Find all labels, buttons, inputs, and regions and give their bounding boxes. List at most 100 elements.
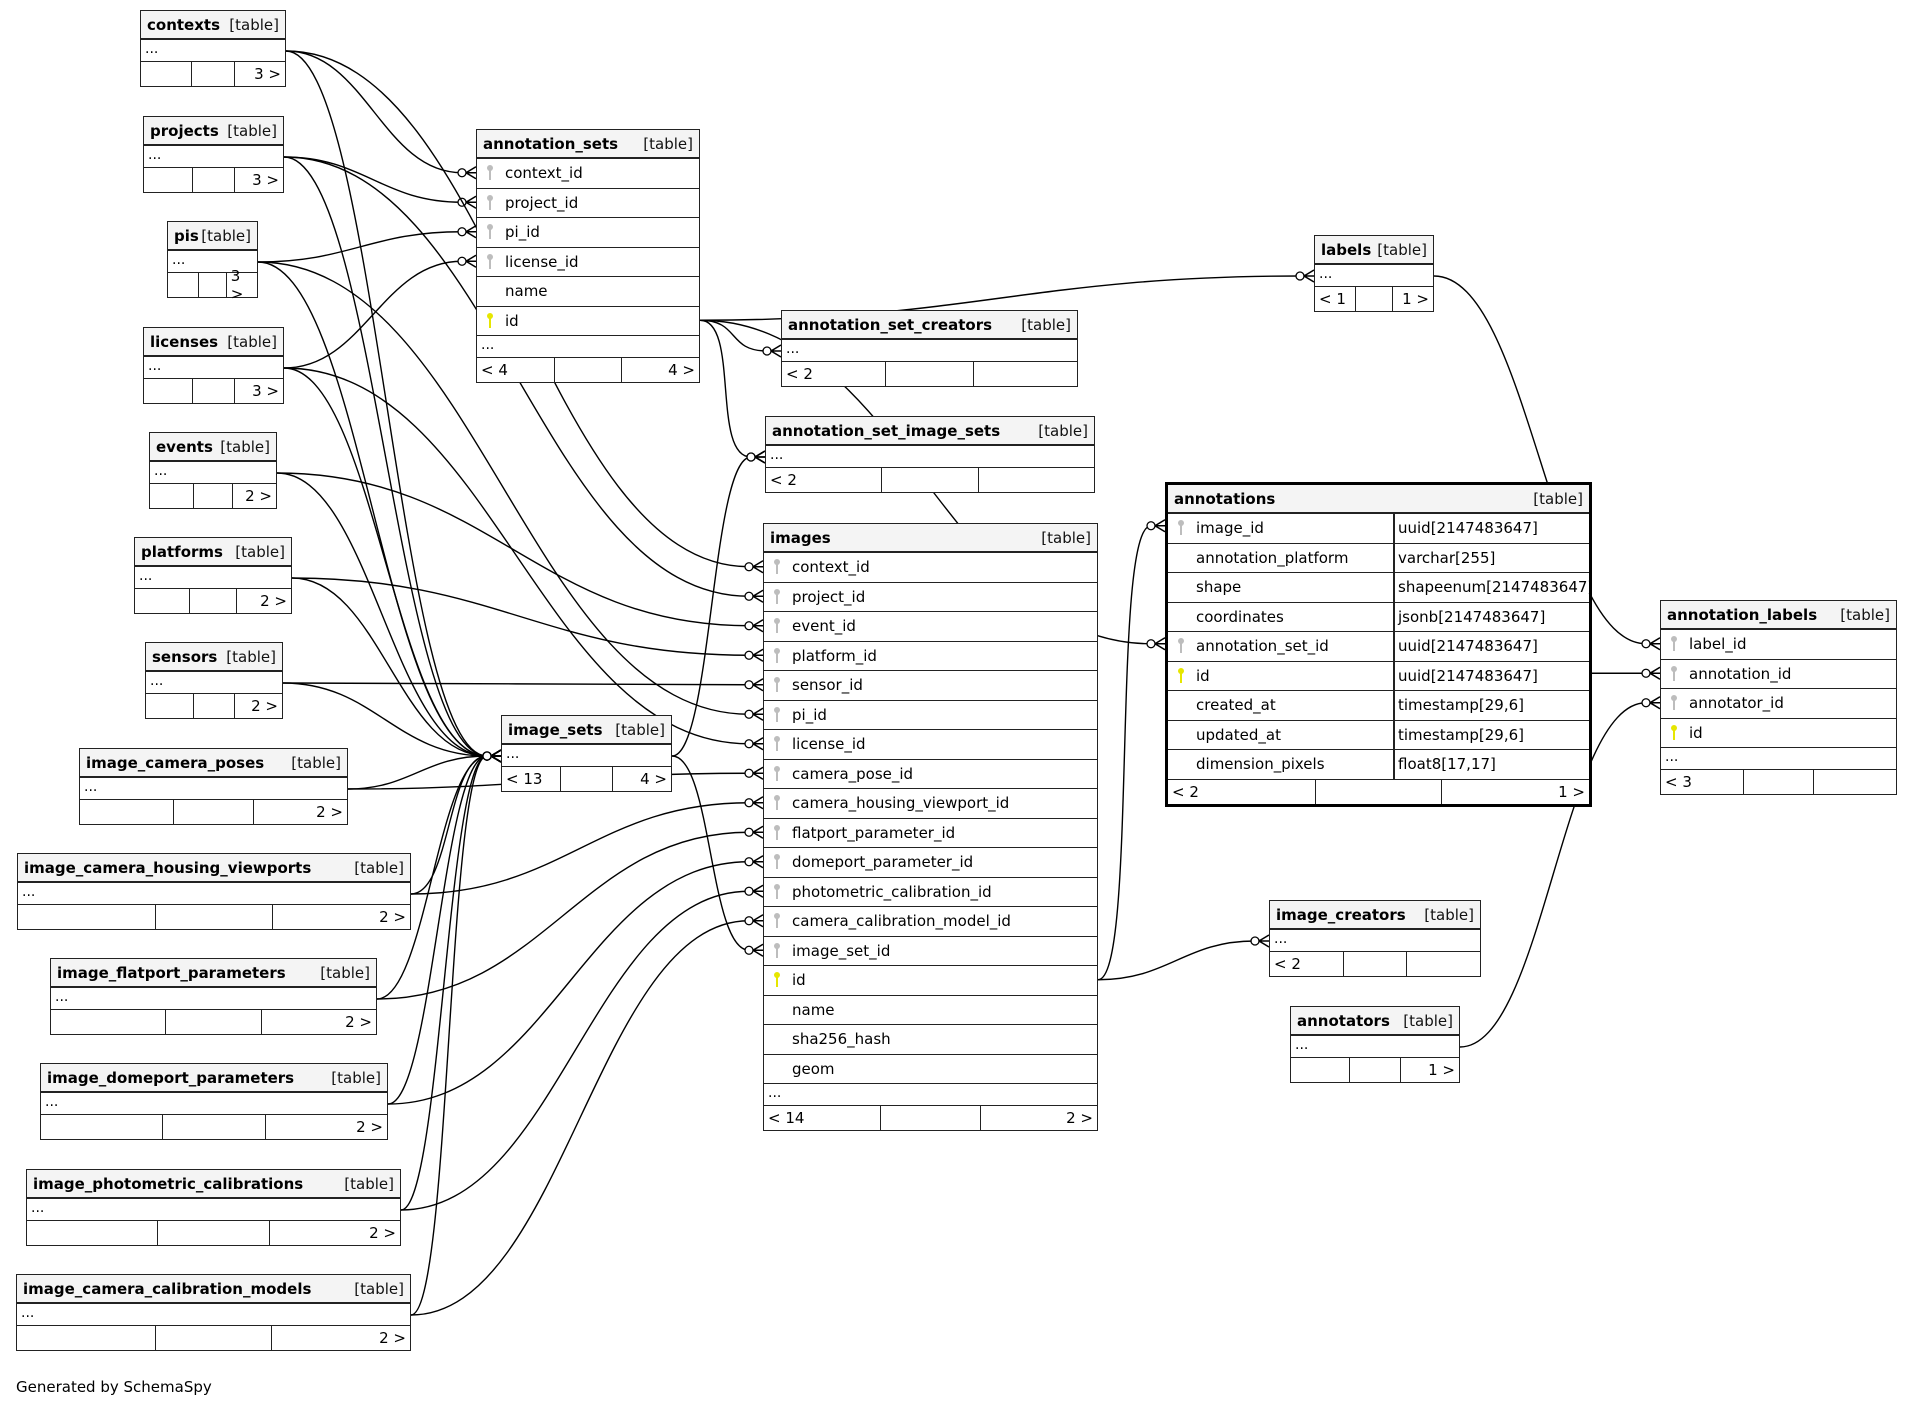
table-header[interactable]: sensors[table] bbox=[146, 643, 282, 672]
table-header[interactable]: image_camera_calibration_models[table] bbox=[17, 1275, 410, 1304]
more-columns[interactable]: ... bbox=[168, 251, 257, 273]
column-row[interactable]: annotator_id bbox=[1661, 689, 1896, 719]
more-columns[interactable]: ... bbox=[135, 567, 291, 589]
more-columns[interactable]: ... bbox=[141, 40, 285, 62]
table-name[interactable]: events bbox=[156, 437, 213, 456]
column-row[interactable]: license_id bbox=[764, 730, 1097, 760]
table-name[interactable]: licenses bbox=[150, 332, 219, 351]
children-count[interactable]: 3 > bbox=[234, 379, 283, 403]
table-name[interactable]: images bbox=[770, 528, 831, 547]
parents-count[interactable]: < 1 bbox=[1319, 290, 1346, 308]
table-annotators[interactable]: annotators[table]...1 > bbox=[1290, 1006, 1460, 1083]
table-name[interactable]: contexts bbox=[147, 15, 220, 34]
table-name[interactable]: annotation_set_image_sets bbox=[772, 421, 1001, 440]
column-row[interactable]: id bbox=[1661, 719, 1896, 748]
column-row[interactable]: platform_id bbox=[764, 642, 1097, 671]
column-row[interactable]: camera_calibration_model_id bbox=[764, 907, 1097, 937]
more-columns[interactable]: ... bbox=[150, 462, 276, 484]
parents-count[interactable]: < 2 bbox=[770, 471, 797, 489]
children-count[interactable]: 3 > bbox=[234, 168, 283, 192]
parents-count[interactable] bbox=[27, 1221, 157, 1245]
table-name[interactable]: image_camera_housing_viewports bbox=[24, 858, 312, 877]
parents-count[interactable] bbox=[135, 589, 189, 613]
table-name[interactable]: image_camera_poses bbox=[86, 753, 265, 772]
parents-count[interactable] bbox=[41, 1115, 162, 1139]
table-header[interactable]: projects[table] bbox=[144, 117, 283, 146]
children-count[interactable]: 2 > bbox=[271, 905, 410, 929]
table-name[interactable]: annotation_labels bbox=[1667, 605, 1818, 624]
column-row[interactable]: context_id bbox=[477, 159, 699, 189]
table-header[interactable]: contexts[table] bbox=[141, 11, 285, 40]
table-image-camera-poses[interactable]: image_camera_poses[table]...2 > bbox=[79, 748, 348, 825]
children-count[interactable]: 2 > bbox=[261, 1010, 376, 1034]
column-row[interactable]: sha256_hash bbox=[764, 1025, 1097, 1055]
table-name[interactable]: annotators bbox=[1297, 1011, 1390, 1030]
parents-count[interactable] bbox=[18, 905, 155, 929]
table-image-camera-housing-viewports[interactable]: image_camera_housing_viewports[table]...… bbox=[17, 853, 411, 930]
more-columns[interactable]: ... bbox=[27, 1199, 400, 1221]
more-columns[interactable]: ... bbox=[766, 446, 1094, 468]
parents-count[interactable] bbox=[51, 1010, 165, 1034]
table-pis[interactable]: pis[table]...3 > bbox=[167, 221, 258, 303]
column-row[interactable]: pi_id bbox=[764, 701, 1097, 730]
children-count[interactable]: 2 > bbox=[236, 589, 291, 613]
parents-count[interactable] bbox=[80, 800, 173, 824]
column-row[interactable]: camera_housing_viewport_id bbox=[764, 789, 1097, 819]
table-header[interactable]: annotation_sets[table] bbox=[477, 130, 699, 159]
parents-count[interactable] bbox=[168, 273, 198, 297]
more-columns[interactable]: ... bbox=[144, 146, 283, 168]
more-columns[interactable]: ... bbox=[41, 1093, 387, 1115]
more-columns[interactable]: ... bbox=[1661, 748, 1896, 770]
parents-count[interactable]: < 2 bbox=[1172, 782, 1199, 801]
table-header[interactable]: labels[table] bbox=[1315, 236, 1433, 265]
column-row[interactable]: pi_id bbox=[477, 218, 699, 248]
column-row[interactable]: context_id bbox=[764, 553, 1097, 583]
children-count[interactable]: 2 > bbox=[268, 1221, 400, 1245]
table-contexts[interactable]: contexts[table]...3 > bbox=[140, 10, 286, 87]
table-annotation-set-image-sets[interactable]: annotation_set_image_sets[table]... < 2 bbox=[765, 416, 1095, 493]
table-header[interactable]: image_creators[table] bbox=[1270, 901, 1480, 930]
table-header[interactable]: events[table] bbox=[150, 433, 276, 462]
children-count[interactable]: 4 > bbox=[611, 767, 671, 791]
table-name[interactable]: image_sets bbox=[508, 720, 603, 739]
column-row[interactable]: sensor_id bbox=[764, 671, 1097, 701]
parents-count[interactable]: < 4 bbox=[481, 361, 508, 379]
table-header[interactable]: annotation_set_image_sets[table] bbox=[766, 417, 1094, 446]
table-name[interactable]: annotations bbox=[1174, 489, 1276, 508]
children-count[interactable]: 2 > bbox=[271, 1326, 410, 1350]
table-name[interactable]: labels bbox=[1321, 240, 1372, 259]
table-image-domeport-parameters[interactable]: image_domeport_parameters[table]...2 > bbox=[40, 1063, 388, 1140]
table-image-creators[interactable]: image_creators[table]...< 2 bbox=[1269, 900, 1481, 977]
table-header[interactable]: annotation_set_creators[table] bbox=[782, 311, 1077, 340]
table-events[interactable]: events[table]...2 > bbox=[149, 432, 277, 509]
children-count[interactable]: 1 > bbox=[1399, 1058, 1459, 1082]
column-row[interactable]: name bbox=[764, 996, 1097, 1025]
table-name[interactable]: image_creators bbox=[1276, 905, 1406, 924]
table-header[interactable]: annotation_labels[table] bbox=[1661, 601, 1896, 630]
children-count[interactable]: 1 > bbox=[1440, 779, 1589, 804]
column-row[interactable]: domeport_parameter_id bbox=[764, 848, 1097, 878]
column-row[interactable]: annotation_id bbox=[1661, 660, 1896, 689]
more-columns[interactable]: ... bbox=[146, 672, 282, 694]
more-columns[interactable]: ... bbox=[80, 778, 347, 800]
children-count[interactable] bbox=[1406, 952, 1480, 976]
table-platforms[interactable]: platforms[table]...2 > bbox=[134, 537, 292, 614]
column-row[interactable]: camera_pose_id bbox=[764, 760, 1097, 789]
parents-count[interactable] bbox=[150, 484, 193, 508]
column-row[interactable]: license_id bbox=[477, 248, 699, 277]
table-sensors[interactable]: sensors[table]...2 > bbox=[145, 642, 283, 719]
table-name[interactable]: image_photometric_calibrations bbox=[33, 1174, 304, 1193]
column-row[interactable]: name bbox=[477, 277, 699, 307]
children-count[interactable]: 4 > bbox=[620, 358, 699, 382]
